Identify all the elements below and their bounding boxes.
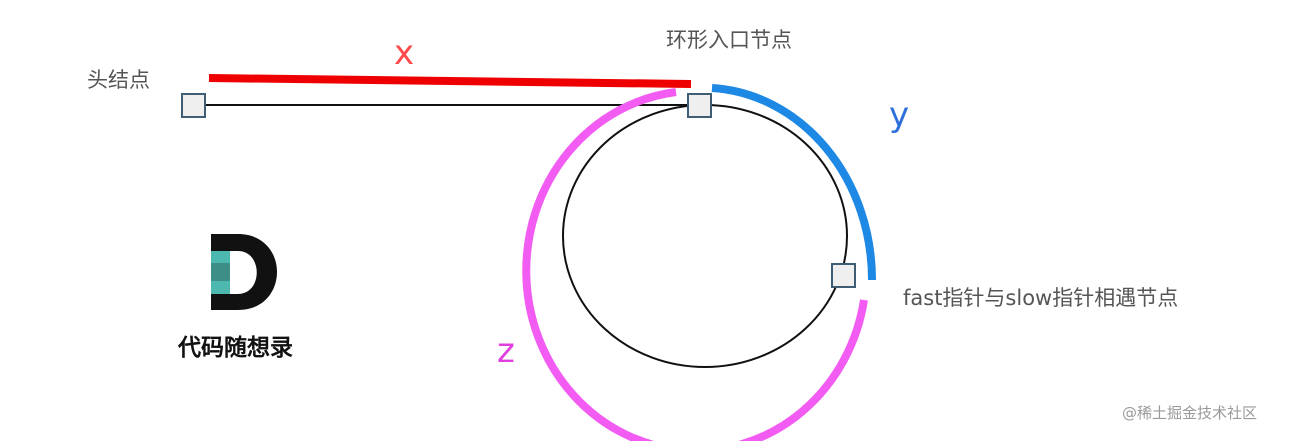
y-segment xyxy=(711,84,877,281)
logo-teal-block xyxy=(211,263,230,281)
x-segment xyxy=(208,74,692,88)
stylized-d-logo-icon xyxy=(211,234,277,310)
cycle-entry-node xyxy=(687,93,712,118)
watermark: @稀土掘金技术社区 xyxy=(1122,404,1258,422)
meeting-node xyxy=(831,263,856,288)
cycle-entry-label: 环形入口节点 xyxy=(666,28,792,52)
logo-teal-block xyxy=(211,281,230,294)
y-label: y xyxy=(889,95,910,135)
meeting-point-label: fast指针与slow指针相遇节点 xyxy=(903,286,1179,310)
head-node xyxy=(181,93,206,118)
z-label: z xyxy=(497,331,515,371)
logo-teal-block xyxy=(211,251,230,263)
cycle-ellipse xyxy=(562,104,848,368)
x-label: x xyxy=(394,33,415,73)
head-node-label: 头结点 xyxy=(87,68,150,92)
z-segment xyxy=(522,88,868,441)
logo-text: 代码随想录 xyxy=(178,335,293,361)
